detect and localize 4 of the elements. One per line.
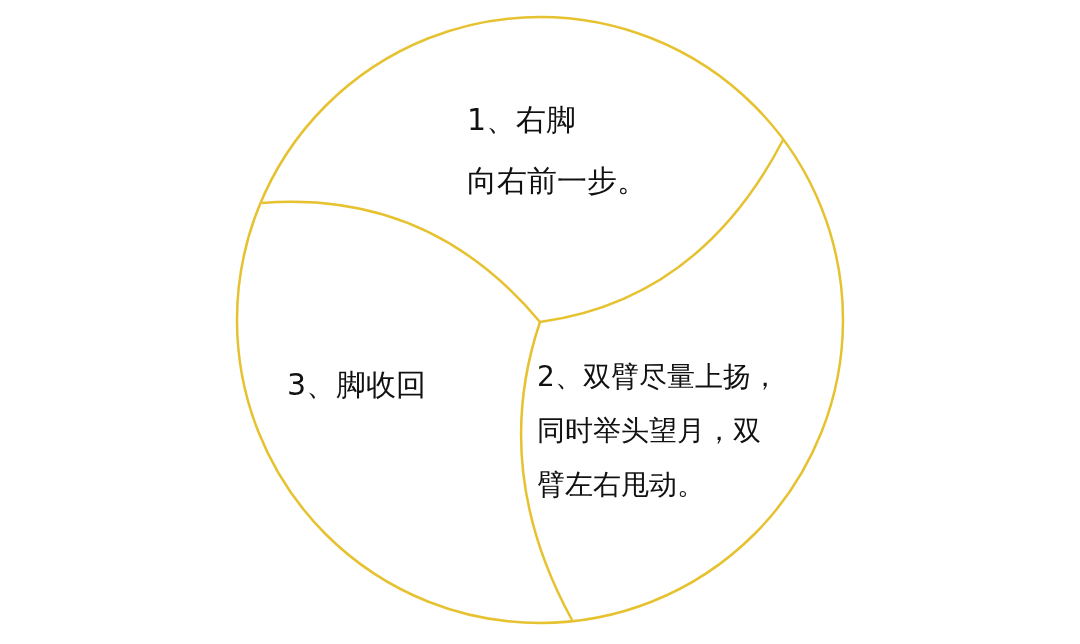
step-text: 2、双臂尽量上扬，同时举头望月，双臂左右甩动。 [537, 359, 780, 504]
step-text: 1、右脚 [467, 101, 578, 139]
step-text: 向右前一步。 [467, 162, 648, 200]
step-text: 3、脚收回 [287, 366, 428, 404]
